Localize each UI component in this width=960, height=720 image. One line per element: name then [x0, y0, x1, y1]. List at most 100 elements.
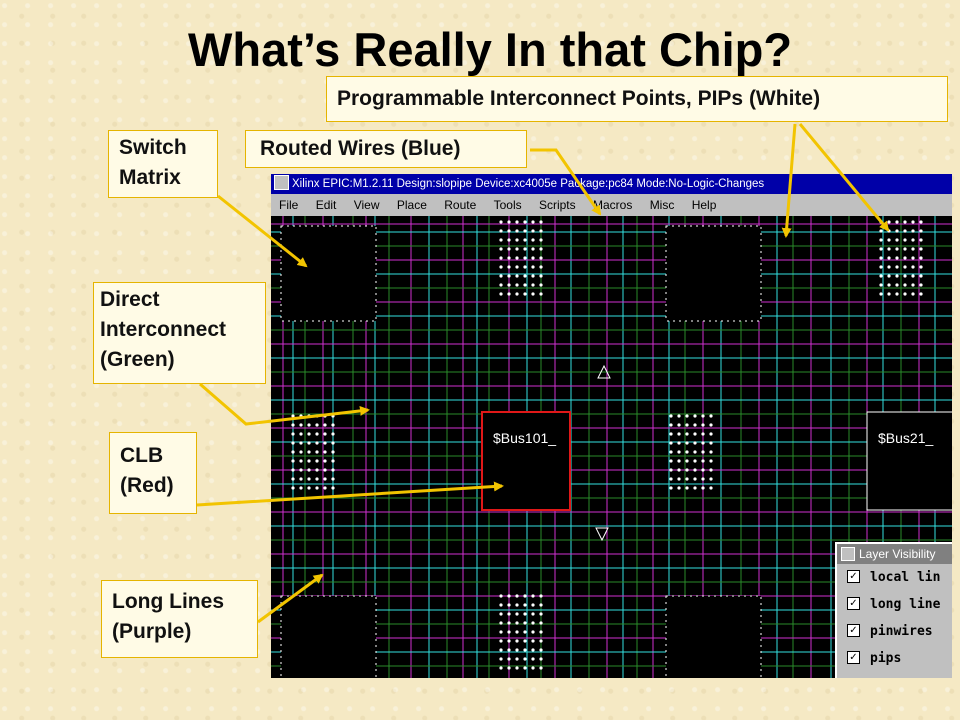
- routed-wires-label-text: Routed Wires (Blue): [260, 137, 461, 160]
- menu-place[interactable]: Place: [396, 198, 427, 212]
- pip-dot: [677, 441, 681, 445]
- pip-dot: [515, 292, 519, 296]
- pip-dot: [523, 220, 527, 224]
- pip-dot: [515, 265, 519, 269]
- long-lines-label-line1: Long Lines: [112, 590, 224, 613]
- pip-dot: [315, 459, 319, 463]
- pip-dot: [331, 432, 335, 436]
- pip-dot: [895, 256, 899, 260]
- pip-dot: [531, 621, 535, 625]
- pip-dot: [693, 432, 697, 436]
- pip-dot: [523, 256, 527, 260]
- pip-dot: [499, 621, 503, 625]
- pip-dot: [307, 423, 311, 427]
- pip-dot: [515, 247, 519, 251]
- pip-dot: [523, 648, 527, 652]
- pip-dot: [709, 423, 713, 427]
- pip-dot: [307, 459, 311, 463]
- switch-matrix-label-line2: Matrix: [119, 166, 181, 189]
- pip-dot: [531, 292, 535, 296]
- pip-dot: [685, 459, 689, 463]
- menu-route[interactable]: Route: [444, 198, 477, 212]
- pip-dot: [693, 468, 697, 472]
- layer-row-pinwires[interactable]: ✓pinwires: [837, 618, 952, 645]
- pip-dot: [903, 292, 907, 296]
- clb-block-bus101: [481, 411, 571, 511]
- layer-row-long-lines[interactable]: ✓long line: [837, 591, 952, 618]
- pip-dot: [499, 220, 503, 224]
- pip-dot: [919, 292, 923, 296]
- pip-dot: [539, 612, 543, 616]
- switch-matrix-block: [280, 595, 377, 678]
- pip-dot: [895, 265, 899, 269]
- pip-dot: [515, 274, 519, 278]
- pip-dot: [903, 247, 907, 251]
- menu-tools[interactable]: Tools: [493, 198, 522, 212]
- menu-edit[interactable]: Edit: [315, 198, 337, 212]
- pip-dot: [523, 603, 527, 607]
- switch-matrix-block: [280, 225, 377, 322]
- pip-dot: [677, 414, 681, 418]
- pip-dot: [515, 283, 519, 287]
- pip-dot: [531, 238, 535, 242]
- layer-row-pips[interactable]: ✓pips: [837, 645, 952, 672]
- checkbox-pips[interactable]: ✓: [847, 651, 860, 664]
- pip-dot: [701, 450, 705, 454]
- pip-dot: [307, 477, 311, 481]
- long-lines-label: Long Lines (Purple): [101, 580, 258, 658]
- pip-dot: [709, 477, 713, 481]
- pip-dot: [677, 486, 681, 490]
- pip-dot: [709, 414, 713, 418]
- pip-dot: [515, 238, 519, 242]
- pip-dot: [531, 256, 535, 260]
- menu-scripts[interactable]: Scripts: [538, 198, 576, 212]
- app-icon[interactable]: [274, 175, 289, 191]
- pip-dot: [323, 477, 327, 481]
- pip-dot: [499, 639, 503, 643]
- switch-matrix-block: [665, 595, 762, 678]
- pip-dot: [515, 229, 519, 233]
- pip-dot: [879, 274, 883, 278]
- pip-dot: [677, 477, 681, 481]
- pip-dot: [507, 657, 511, 661]
- pip-dot: [323, 486, 327, 490]
- pip-dot: [299, 486, 303, 490]
- direct-interconnect-arrow: [199, 382, 370, 426]
- pip-dot: [299, 468, 303, 472]
- layer-row-local-lines[interactable]: ✓local lin: [837, 564, 952, 591]
- pips-label: Programmable Interconnect Points, PIPs (…: [326, 76, 948, 122]
- pip-dot: [299, 423, 303, 427]
- menu-macros[interactable]: Macros: [593, 198, 633, 212]
- pip-dot: [499, 657, 503, 661]
- pip-dot: [539, 621, 543, 625]
- pip-dot: [531, 603, 535, 607]
- pip-dot: [323, 459, 327, 463]
- pip-dot: [903, 265, 907, 269]
- pip-dot: [323, 423, 327, 427]
- checkbox-local-lines[interactable]: ✓: [847, 570, 860, 583]
- layer-visibility-titlebar: Layer Visibility: [837, 544, 952, 564]
- pip-dot: [315, 450, 319, 454]
- pip-dot: [323, 432, 327, 436]
- pip-dot: [515, 220, 519, 224]
- clb-bus101-label: $Bus101_: [493, 430, 557, 446]
- pip-dot: [531, 229, 535, 233]
- pip-dot: [685, 414, 689, 418]
- menu-help[interactable]: Help: [691, 198, 717, 212]
- pip-dot: [685, 423, 689, 427]
- pip-dot: [677, 423, 681, 427]
- menu-misc[interactable]: Misc: [649, 198, 675, 212]
- pip-dot: [531, 283, 535, 287]
- pip-dot: [685, 468, 689, 472]
- pip-dot: [539, 265, 543, 269]
- menu-file[interactable]: File: [279, 198, 299, 212]
- pip-dot: [887, 265, 891, 269]
- pip-dot: [291, 441, 295, 445]
- checkbox-pinwires[interactable]: ✓: [847, 624, 860, 637]
- pip-dot: [669, 432, 673, 436]
- switch-matrix-label: Switch Matrix: [108, 130, 218, 198]
- routed-wires-arrow: [530, 148, 602, 216]
- checkbox-long-lines[interactable]: ✓: [847, 597, 860, 610]
- pip-dot: [895, 274, 899, 278]
- menu-view[interactable]: View: [353, 198, 380, 212]
